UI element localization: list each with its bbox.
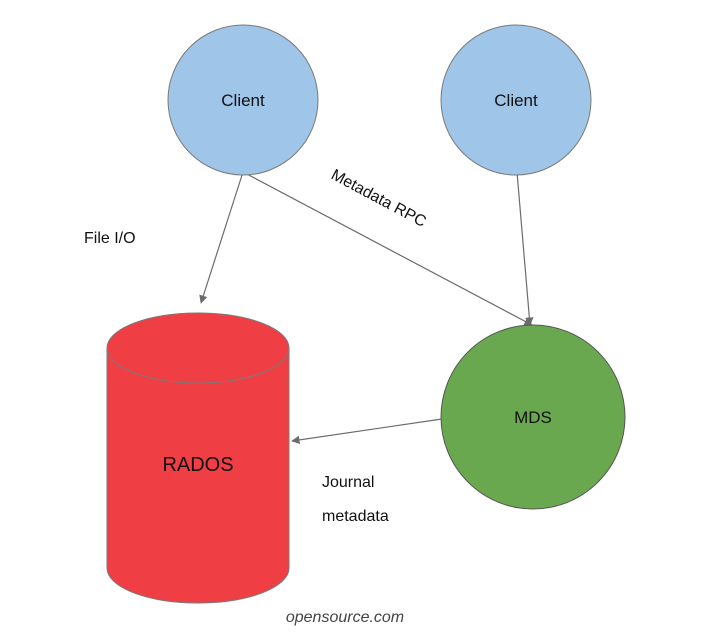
node-client-left: Client: [167, 24, 319, 176]
edge-journal-metadata: [291, 418, 443, 445]
metadata-rpc-label: Metadata RPC: [328, 167, 429, 231]
node-client-right: Client: [440, 24, 592, 176]
edge-metadata-rpc: [242, 171, 533, 326]
mds-label: MDS: [514, 408, 552, 427]
client-right-label: Client: [494, 91, 538, 110]
edge-file-io: [199, 171, 244, 304]
node-mds: MDS: [440, 324, 626, 510]
rados-label: RADOS: [162, 454, 233, 476]
credit-watermark: opensource.com: [285, 609, 405, 626]
client-left-label: Client: [221, 91, 265, 110]
edge-client-right-to-mds: [516, 171, 534, 326]
journal-label: Journal: [322, 474, 374, 491]
node-rados: RADOS: [106, 312, 290, 604]
file-io-label: File I/O: [84, 230, 136, 247]
metadata-label: metadata: [322, 508, 389, 525]
